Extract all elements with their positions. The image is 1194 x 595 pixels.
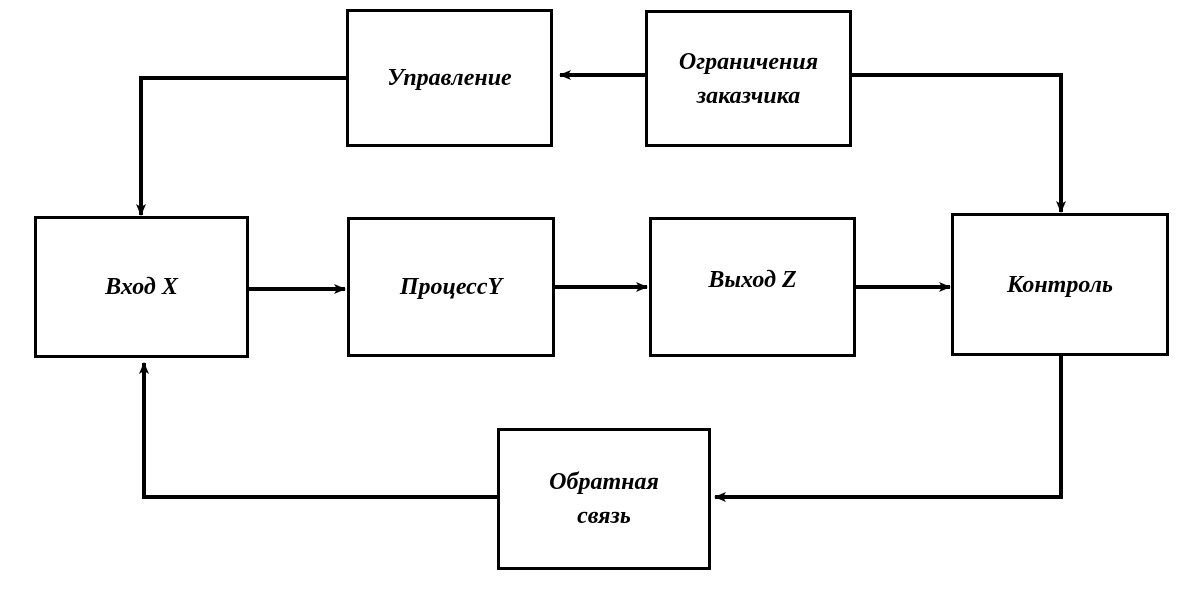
arrow-monitoring-to-feedback (714, 356, 1063, 502)
arrow-constraints-to-monitoring (852, 73, 1066, 213)
customer-constraints-label-line2: заказчика (696, 82, 801, 109)
monitoring-box: Контроль (951, 213, 1169, 356)
management-box: Управление (346, 9, 553, 147)
input-x-box: Вход X (34, 216, 249, 358)
output-z-box: Выход Z (649, 217, 856, 357)
process-y-box: ПроцессY (347, 217, 555, 357)
feedback-box: Обратная связь (497, 428, 711, 570)
input-x-label: Вход X (105, 274, 178, 300)
arrow-feedback-to-input (139, 362, 498, 499)
arrow-management-to-input (136, 76, 348, 216)
feedback-label-line2: связь (577, 503, 631, 529)
process-y-label: ПроцессY (399, 274, 503, 300)
output-z-label: Выход Z (708, 267, 797, 293)
feedback-label-line1: Обратная (549, 469, 659, 495)
monitoring-label: Контроль (1006, 271, 1114, 298)
customer-constraints-box: Ограничения заказчика (645, 10, 852, 147)
customer-constraints-label-line1: Ограничения (678, 48, 819, 75)
management-label: Управление (387, 65, 512, 91)
